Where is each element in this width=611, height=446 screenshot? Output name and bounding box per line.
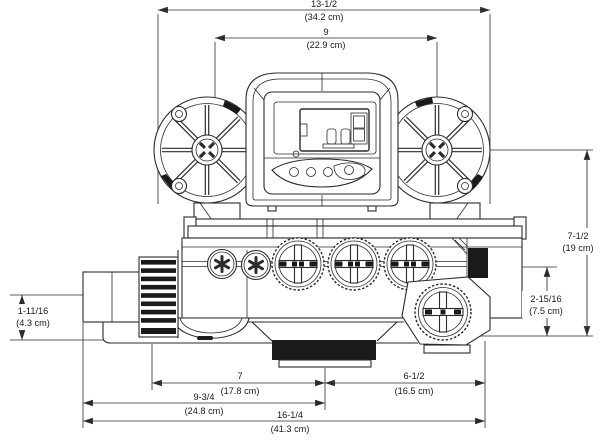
dimension-right-x: 6-1/2 (16.5 cm) <box>395 371 434 396</box>
dimension-outlet-drop: 2-15/16 (7.5 cm) <box>522 291 571 318</box>
valve-body <box>82 237 523 368</box>
dim-drain-x-cm: (17.8 cm) <box>221 386 260 396</box>
dim-head-width-cm: (22.9 cm) <box>307 40 346 50</box>
top-flange <box>183 216 527 240</box>
led-indicator <box>292 150 300 158</box>
right-gear-cover <box>383 96 491 204</box>
injector-caps <box>206 248 272 281</box>
outlet-port-block <box>451 237 488 278</box>
dim-total-width-cm: (41.3 cm) <box>271 424 310 434</box>
left-gear-cover <box>153 96 261 204</box>
dim-right-x-in: 6-1/2 <box>404 371 425 381</box>
dimension-height: 7-1/2 (19 cm) <box>555 228 602 255</box>
head-face-panel <box>263 91 381 195</box>
button <box>289 167 299 177</box>
dim-top-width-in: 13-1/2 <box>311 0 337 9</box>
left-hub-cross <box>198 141 216 159</box>
bypass-cap <box>401 276 491 354</box>
left-cover-screws <box>170 105 188 195</box>
dim-right-x-cm: (16.5 cm) <box>395 386 434 396</box>
dim-top-width-cm: (34.2 cm) <box>305 12 344 22</box>
control-caps <box>271 237 437 291</box>
right-cover-screws <box>456 105 474 195</box>
lcd-display <box>299 108 370 152</box>
dimension-top-width: 13-1/2 (34.2 cm) <box>305 0 344 22</box>
dim-drain-x-in: 7 <box>237 371 242 381</box>
dim-outlet-drop-cm: (7.5 cm) <box>529 306 563 316</box>
dimension-drain-x: 7 (17.8 cm) <box>221 371 260 396</box>
tank-icons <box>322 128 355 149</box>
dimension-total-width: 16-1/4 (41.3 cm) <box>271 410 310 434</box>
dim-inlet-drop-in: 1-11/16 <box>18 306 48 316</box>
right-hub-cross <box>428 141 446 159</box>
dimension-labels: 13-1/2 (34.2 cm) 9 (22.9 cm) 7-1/2 (19 c… <box>7 0 602 434</box>
dim-left-x-in: 9-3/4 <box>194 392 215 402</box>
control-cap-3 <box>383 237 437 291</box>
dim-inlet-drop-cm: (4.3 cm) <box>16 318 50 328</box>
connector-nut <box>138 256 179 338</box>
mounting-feet <box>193 202 481 221</box>
dim-total-width-in: 16-1/4 <box>277 410 303 420</box>
dim-height-in: 7-1/2 <box>568 231 589 241</box>
button-row <box>271 158 373 188</box>
control-head <box>245 72 399 212</box>
drain-fitting <box>272 340 376 368</box>
indicator-icon <box>350 112 368 145</box>
dim-head-width-in: 9 <box>323 27 328 37</box>
control-cap-1 <box>271 237 325 291</box>
dim-left-x-cm: (24.8 cm) <box>185 406 224 416</box>
button <box>344 165 354 175</box>
dim-height-cm: (19 cm) <box>562 243 593 253</box>
dimension-left-x: 9-3/4 (24.8 cm) <box>185 392 224 416</box>
device <box>82 72 527 368</box>
control-cap-2 <box>327 237 381 291</box>
dimension-head-width: 9 (22.9 cm) <box>307 27 346 50</box>
dimension-inlet-drop: 1-11/16 (4.3 cm) <box>7 304 60 330</box>
button <box>323 167 333 177</box>
button <box>306 167 316 177</box>
dim-outlet-drop-in: 2-15/16 <box>530 294 561 304</box>
